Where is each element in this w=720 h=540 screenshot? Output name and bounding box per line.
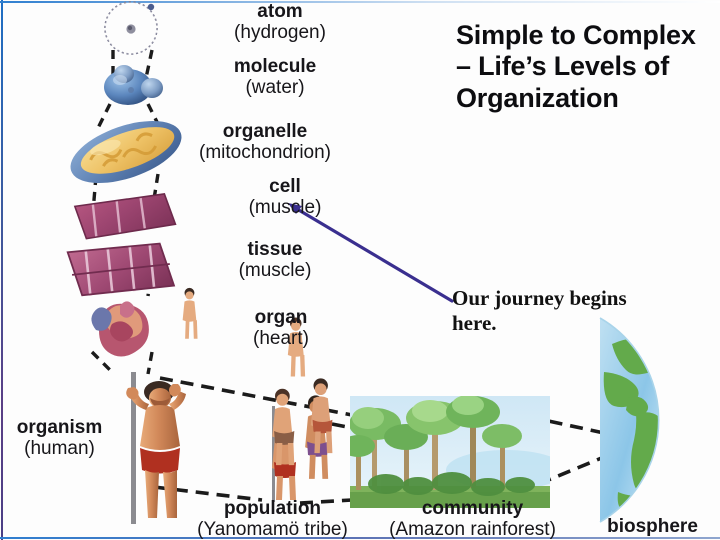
biosphere-illustration (599, 317, 660, 523)
label-organelle-detail: (mitochondrion) (199, 141, 331, 163)
cell-illustration (73, 193, 177, 240)
label-cell: cell (muscle) (215, 176, 355, 218)
label-molecule-detail: (water) (245, 76, 305, 98)
label-population-detail: (Yanomamö tribe) (197, 518, 348, 540)
label-molecule: molecule (water) (195, 56, 355, 98)
label-biosphere-name: biosphere (607, 516, 698, 537)
organ-illustration (91, 301, 149, 357)
label-tissue: tissue (muscle) (200, 239, 350, 281)
bottom-edge-rule (0, 537, 720, 539)
organelle-illustration (70, 121, 182, 183)
left-edge-rule (1, 0, 3, 540)
tissue-illustration (66, 242, 176, 297)
label-atom-name: atom (257, 1, 303, 22)
label-molecule-name: molecule (233, 56, 317, 77)
label-organelle-name: organelle (222, 121, 308, 142)
label-cell-name: cell (269, 176, 301, 197)
label-tissue-name: tissue (247, 239, 303, 260)
label-population: population (Yanomamö tribe) (185, 498, 360, 540)
label-organ-detail: (heart) (253, 327, 309, 349)
atom-illustration (104, 1, 158, 55)
organism-illustration (126, 372, 186, 524)
label-tissue-detail: (muscle) (238, 259, 312, 281)
label-population-name: population (223, 498, 322, 519)
label-community-detail: (Amazon rainforest) (389, 518, 556, 540)
community-illustration (350, 396, 550, 508)
label-community-name: community (421, 498, 524, 519)
label-organism: organism (human) (2, 417, 117, 459)
label-cell-detail: (muscle) (248, 196, 322, 218)
population-illustration (182, 287, 333, 502)
label-atom: atom (hydrogen) (200, 1, 360, 43)
label-organism-name: organism (16, 417, 103, 438)
journey-callout: Our journey begins here. (452, 286, 627, 336)
top-edge-rule (0, 1, 720, 3)
label-organelle: organelle (mitochondrion) (170, 121, 360, 163)
molecule-illustration (104, 65, 163, 105)
label-organism-detail: (human) (24, 437, 95, 459)
label-organ: organ (heart) (206, 307, 356, 349)
label-community: community (Amazon rainforest) (370, 498, 575, 540)
label-atom-detail: (hydrogen) (234, 21, 326, 43)
page-title: Simple to Complex – Life’s Levels of Org… (456, 20, 696, 113)
label-organ-name: organ (254, 307, 308, 328)
label-biosphere: biosphere (585, 516, 720, 538)
